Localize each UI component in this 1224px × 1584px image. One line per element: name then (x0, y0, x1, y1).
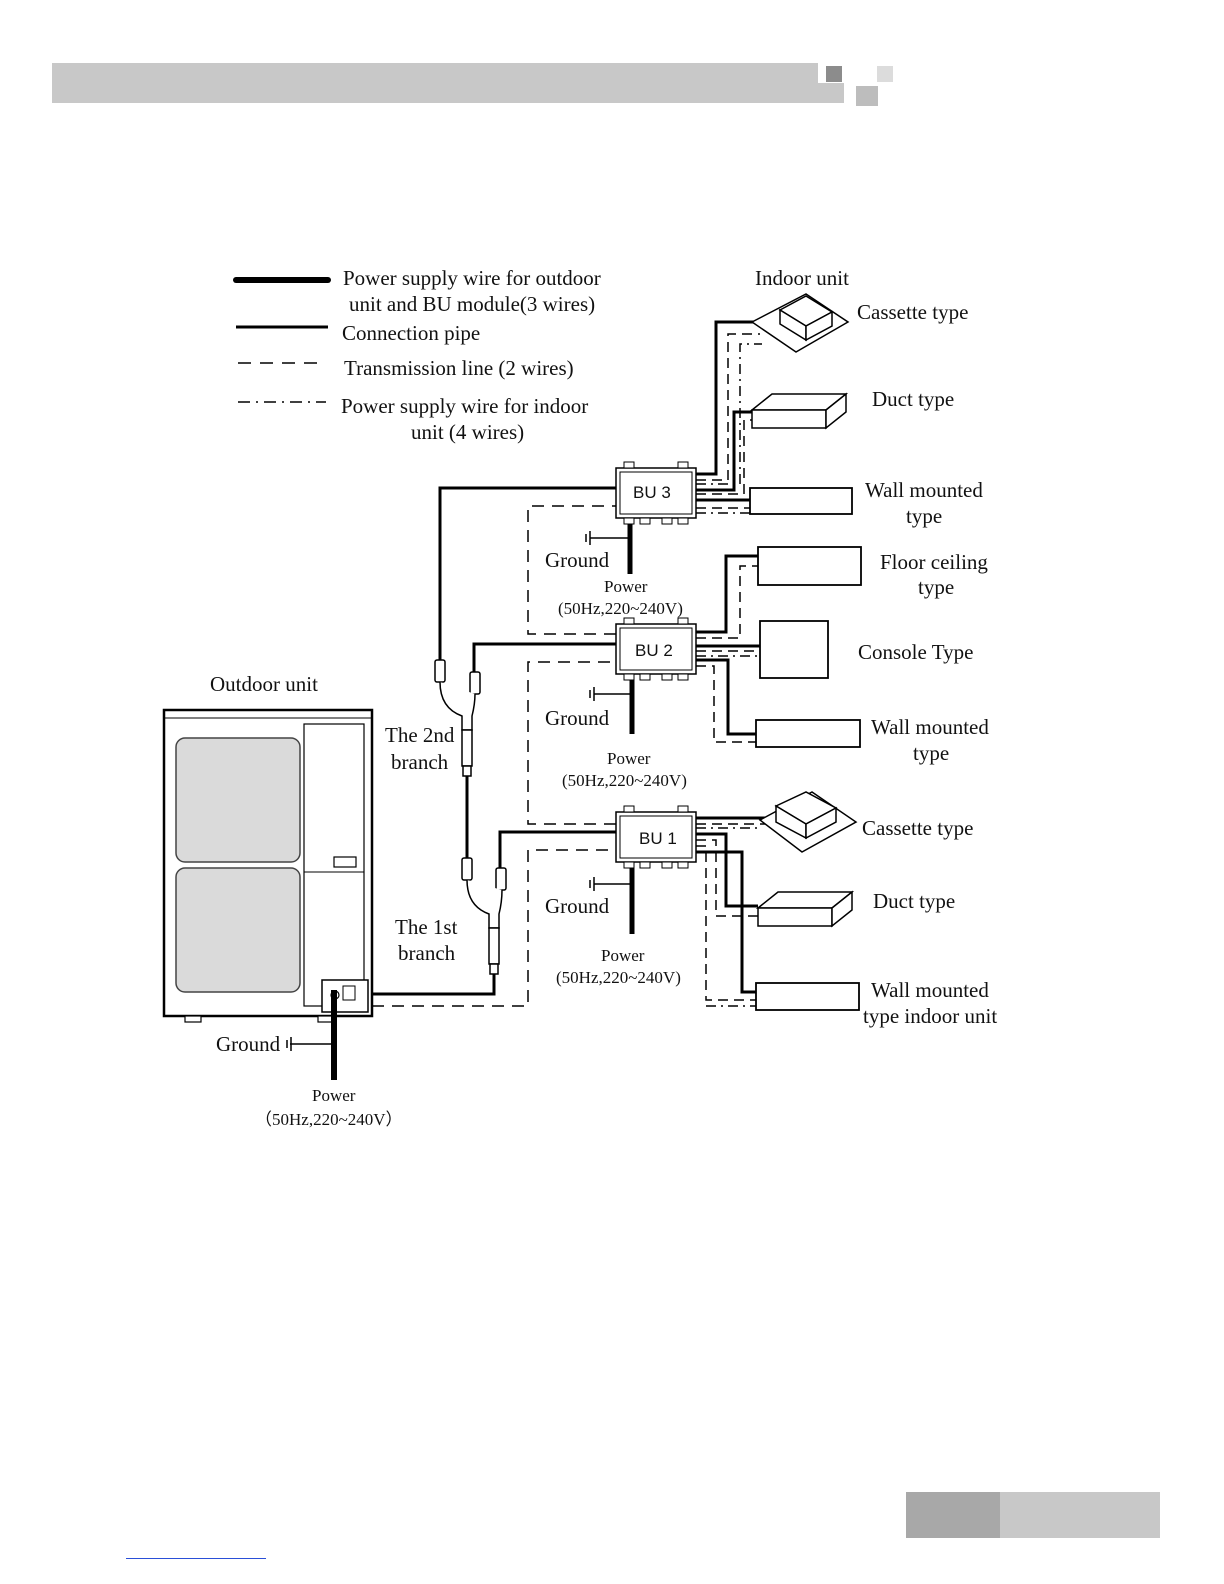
bu3-duct-label: Duct type (872, 387, 954, 411)
bu1-power-spec: (50Hz,220~240V) (556, 968, 681, 987)
bu3-ground-label: Ground (545, 548, 610, 572)
bu1-power-label: Power (601, 946, 645, 965)
footer-bar-light (1000, 1492, 1160, 1538)
legend: Power supply wire for outdoor unit and B… (233, 266, 601, 444)
indoor-unit-title: Indoor unit (755, 266, 849, 290)
outdoor-power-label: Power (312, 1086, 356, 1105)
bu3-wall-unit (749, 487, 853, 515)
bu3-cassette-label: Cassette type (857, 300, 968, 324)
bu2-floor-label-1: Floor ceiling (880, 550, 988, 574)
branch-joint-1st (461, 857, 507, 975)
legend-power-outdoor-label-2: unit and BU module(3 wires) (349, 292, 595, 316)
bu1-duct-unit (755, 890, 855, 928)
bu2-console-label: Console Type (858, 640, 973, 664)
header-square-dark (826, 66, 842, 82)
bu2-floor-label-2: type (918, 575, 954, 599)
connection-pipes (372, 486, 616, 996)
bu2-wall-label-1: Wall mounted (871, 715, 989, 739)
bu1-ground-label: Ground (545, 894, 610, 918)
outdoor-handle (333, 856, 357, 868)
bu1-wall-unit (755, 982, 860, 1011)
bu1-power-ground (589, 868, 635, 934)
transmission-lines (372, 505, 616, 1007)
bu1-cassette-unit (758, 791, 858, 853)
bu2-module: BU 2 (615, 617, 697, 681)
branch1-label-2: branch (398, 941, 456, 965)
bu1-indoor-wiring (696, 816, 770, 1007)
bu3-power-label: Power (604, 577, 648, 596)
bu2-indoor-wiring (696, 554, 760, 743)
bu3-indoor-wiring (696, 320, 766, 514)
outdoor-unit (162, 708, 374, 1023)
bu1-wall-label-1: Wall mounted (871, 978, 989, 1002)
bu3-power-spec: (50Hz,220~240V) (558, 599, 683, 618)
bu3-wall-label-2: type (906, 504, 942, 528)
bu1-module: BU 1 (615, 805, 697, 869)
header-bar (52, 63, 844, 103)
bu2-power-label: Power (607, 749, 651, 768)
legend-power-indoor-label-2: unit (4 wires) (411, 420, 524, 444)
bu1-duct-label: Duct type (873, 889, 955, 913)
footer-link-underline (126, 1558, 266, 1559)
legend-connection-pipe-label: Connection pipe (342, 321, 480, 345)
bu2-console-unit (759, 620, 829, 679)
outdoor-foot-left (184, 1015, 202, 1023)
bu2-wall-unit (755, 719, 861, 748)
bu2-power-spec: (50Hz,220~240V) (562, 771, 687, 790)
bu2-power-ground (589, 680, 635, 734)
outdoor-ground-label: Ground (216, 1032, 281, 1056)
branch2-label-2: branch (391, 750, 449, 774)
bu1-label: BU 1 (639, 829, 677, 848)
footer-bar-dark (906, 1492, 1002, 1538)
header-square-light (877, 66, 893, 82)
bu1-cassette-label: Cassette type (862, 816, 973, 840)
header-square-mid (856, 86, 878, 106)
bu3-cassette-unit (750, 293, 850, 353)
bu2-ground-label: Ground (545, 706, 610, 730)
branch2-label-1: The 2nd (385, 723, 455, 747)
outdoor-fan-grille-top (175, 737, 301, 863)
bu2-label: BU 2 (635, 641, 673, 660)
outdoor-power-spec: （50Hz,220~240V） (255, 1110, 403, 1129)
legend-power-outdoor-label-1: Power supply wire for outdoor (343, 266, 601, 290)
bu3-label: BU 3 (633, 483, 671, 502)
bu2-floor-ceiling-unit (757, 546, 862, 586)
outdoor-unit-title: Outdoor unit (210, 672, 318, 696)
bu3-duct-unit (749, 392, 849, 430)
branch1-label-1: The 1st (395, 915, 458, 939)
legend-transmission-label: Transmission line (2 wires) (344, 356, 574, 380)
bu3-power-ground (585, 524, 633, 574)
legend-power-indoor-label-1: Power supply wire for indoor (341, 394, 588, 418)
branch-joint-2nd (434, 659, 481, 777)
bu3-wall-label-1: Wall mounted (865, 478, 983, 502)
bu1-wall-label-2: type indoor unit (863, 1004, 997, 1028)
bu3-module: BU 3 (615, 461, 697, 525)
bu2-wall-label-2: type (913, 741, 949, 765)
outdoor-fan-grille-bottom (175, 867, 301, 993)
